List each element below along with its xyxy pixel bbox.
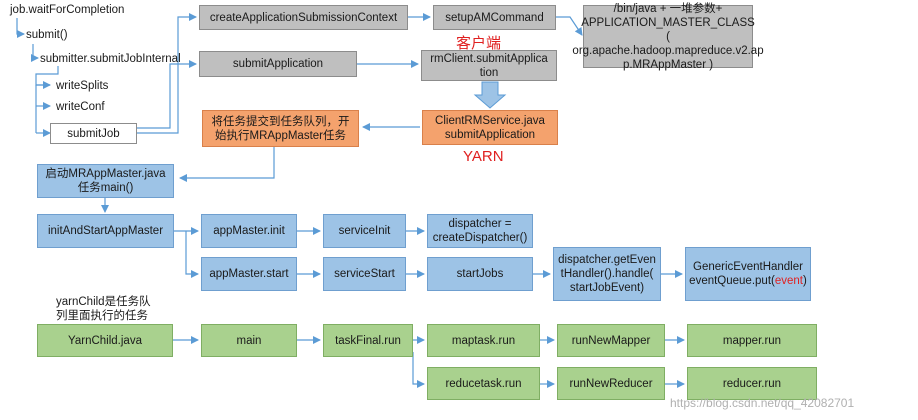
start-mrappmaster-box: 启动MRAppMaster.java 任务main() [37, 164, 174, 198]
start-mrappmaster-line2: 任务main() [77, 182, 134, 194]
connector-internal-bracket [35, 66, 59, 86]
queue-line1: 将任务提交到任务队列，开 [211, 115, 350, 128]
rm-client-line1: rmClient.submitApplica [430, 52, 548, 65]
handler-line1: dispatcher.getEven [558, 254, 656, 266]
run-new-reducer-box: runNewReducer [557, 367, 665, 400]
generic-line2: eventQueue.put(event) [689, 274, 807, 288]
submit-job-box: submitJob [50, 123, 137, 144]
rm-service-line2: submitApplication [444, 128, 536, 141]
service-init-box: serviceInit [323, 214, 406, 248]
start-jobs-box: startJobs [427, 257, 533, 291]
call-submit: submit() [26, 29, 68, 41]
call-write-conf: writeConf [56, 101, 105, 113]
reducetask-run-box: reducetask.run [427, 367, 540, 400]
generic-line2-suffix: ) [802, 275, 807, 287]
maptask-run-box: maptask.run [427, 324, 540, 357]
am-command-line2: APPLICATION_MASTER_CLASS ( [581, 16, 755, 43]
generic-line2-event: event [774, 275, 803, 287]
yarnchild-java-box: YarnChild.java [37, 324, 173, 357]
reducer-run-box: reducer.run [687, 367, 817, 400]
appmaster-init-box: appMaster.init [201, 214, 297, 248]
connector-setupam-to-command [556, 16, 583, 36]
yarnchild-note-line1: yarnChild是任务队 [56, 296, 151, 308]
yarnchild-note-line2: 列里面执行的任务 [56, 310, 148, 322]
event-handler-box: dispatcher.getEven tHandler().handle( st… [553, 247, 661, 301]
connector-taskfinal-to-reducetask [412, 352, 425, 388]
connector-submit-to-internal [31, 44, 39, 62]
am-command-line4: p.MRAppMaster ) [622, 58, 714, 71]
generic-event-handler-box: GenericEventHandler eventQueue.put(event… [685, 247, 811, 301]
watermark: https://blog.csdn.net/qq_42082701 [670, 396, 855, 410]
connector-queue-to-mrappmaster [179, 147, 275, 182]
queue-line2: 始执行MRAppMaster任务 [215, 129, 346, 142]
call-submit-job-internal: submitter.submitJobInternal [40, 53, 181, 65]
task-final-run-box: taskFinal.run [323, 324, 413, 357]
appmaster-start-box: appMaster.start [201, 257, 297, 291]
client-label: 客户端 [456, 35, 502, 52]
call-write-splits: writeSplits [56, 80, 109, 92]
create-dispatcher-box: dispatcher = createDispatcher() [427, 214, 533, 248]
rm-service-line1: ClientRMService.java [435, 114, 545, 127]
run-new-mapper-box: runNewMapper [557, 324, 665, 357]
dispatcher-line1: dispatcher = [448, 218, 512, 230]
yarn-label: YARN [463, 148, 504, 165]
connector-initandstart-to-start [185, 231, 199, 278]
generic-line2-prefix: eventQueue.put( [689, 275, 775, 287]
am-command-line3: org.apache.hadoop.mapreduce.v2.ap [572, 44, 764, 57]
down-block-arrow [473, 81, 507, 109]
create-submission-context-box: createApplicationSubmissionContext [199, 5, 408, 30]
client-rm-service-box: ClientRMService.java submitApplication [422, 110, 558, 145]
call-wait-for-completion: job.waitForCompletion [10, 4, 125, 16]
am-command-box: /bin/java + 一堆参数+ APPLICATION_MASTER_CLA… [572, 2, 763, 71]
connector-submitjob-to-context [137, 13, 197, 134]
am-command-line1: /bin/java + 一堆参数+ [613, 2, 723, 15]
setup-am-command-box: setupAMCommand [433, 5, 556, 30]
connector-wait-to-submit [16, 18, 25, 38]
submit-application-box: submitApplication [199, 51, 357, 77]
start-mrappmaster-line1: 启动MRAppMaster.java [45, 168, 166, 180]
handler-line2: tHandler().handle( [560, 268, 654, 280]
generic-line1: GenericEventHandler [693, 261, 803, 273]
rm-client-submit-box: rmClient.submitApplica tion [421, 50, 557, 81]
mapper-run-box: mapper.run [687, 324, 817, 357]
init-and-start-appmaster-box: initAndStartAppMaster [37, 214, 174, 248]
main-box: main [201, 324, 297, 357]
handler-line3: startJobEvent) [569, 282, 645, 294]
rm-client-line2: tion [479, 66, 499, 79]
connector-submitjob-to-submitapp [137, 60, 197, 129]
service-start-box: serviceStart [323, 257, 406, 291]
dispatcher-line2: createDispatcher() [432, 232, 528, 244]
submit-to-queue-box: 将任务提交到任务队列，开 始执行MRAppMaster任务 [202, 110, 359, 147]
